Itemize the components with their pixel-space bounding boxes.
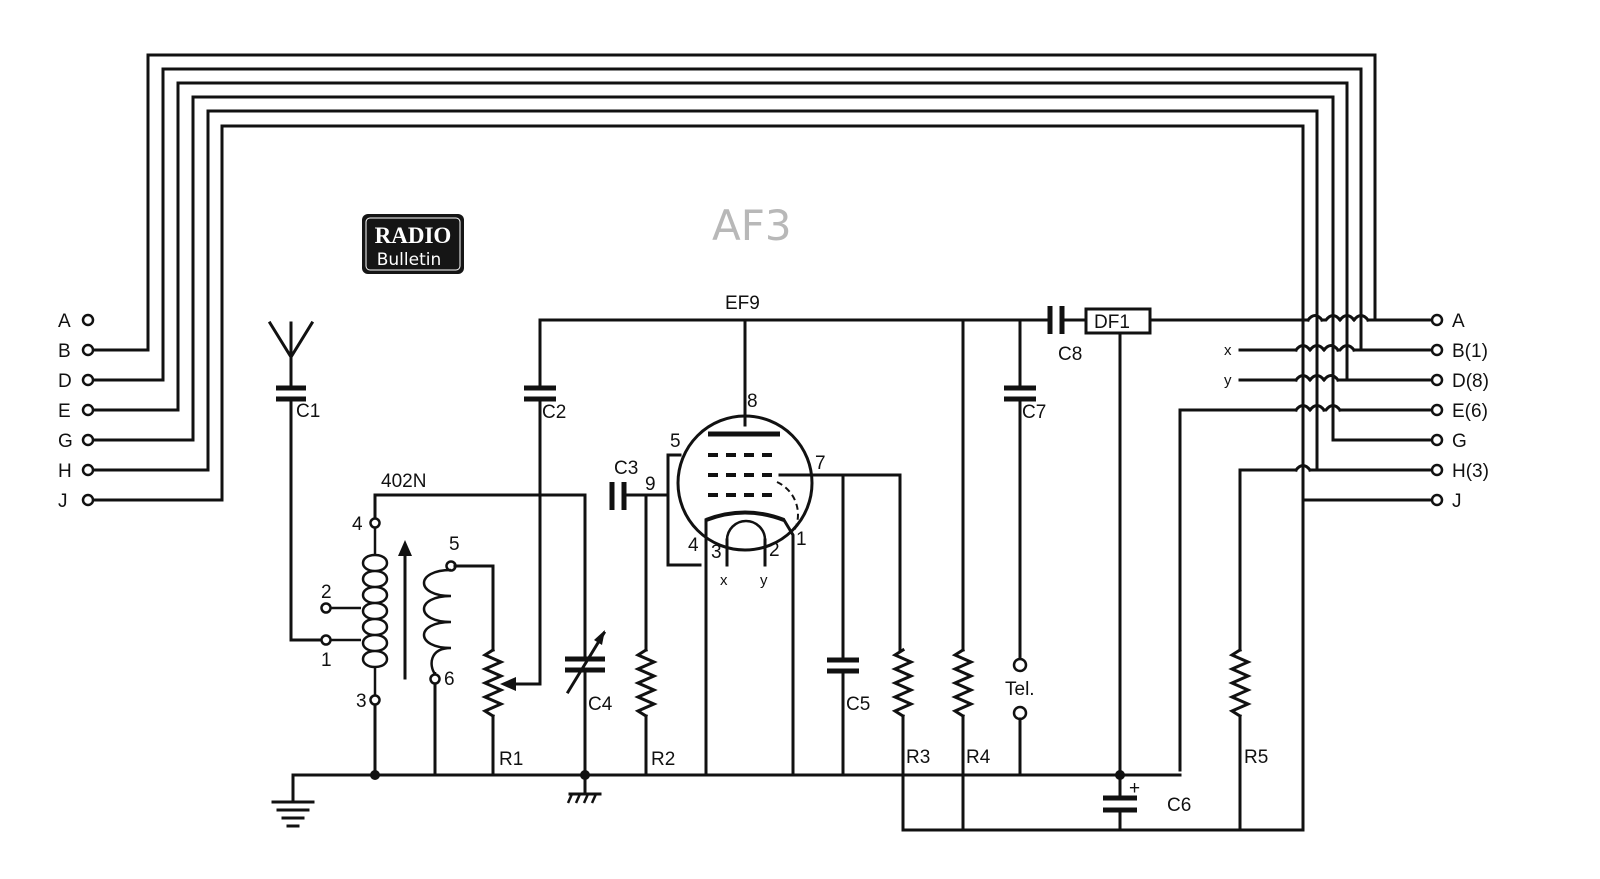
resistor-r5: R5: [1228, 647, 1268, 832]
heater-y-label: y: [760, 572, 768, 589]
right-terminal-block: A B(1) D(8) E(6) G H(3) J x y: [1224, 311, 1489, 512]
coil-pin-4: 4: [352, 514, 363, 535]
logo-line2: Bulletin: [377, 250, 442, 270]
right-terminal-h: [1430, 463, 1444, 477]
coil-pin-2: 2: [321, 582, 332, 603]
right-terminal-d: [1430, 373, 1444, 387]
c1-label: C1: [296, 401, 320, 422]
left-terminal-a-label: A: [58, 311, 71, 332]
capacitor-c7: C7: [1004, 385, 1046, 662]
coil-pin-3: 3: [356, 691, 367, 712]
tube-pin-1: 1: [796, 529, 807, 550]
capacitor-c3: C3: [609, 458, 668, 510]
resistor-r1: R1: [481, 408, 542, 777]
tube-label: EF9: [725, 293, 760, 314]
right-terminal-wiring: [1148, 314, 1436, 772]
r3-label: R3: [906, 747, 930, 768]
c7-label: C7: [1022, 402, 1046, 423]
right-terminal-h-label: H(3): [1452, 461, 1489, 482]
coil-pin-6: 6: [444, 669, 455, 690]
coil-secondary: 5 6: [422, 534, 495, 777]
tube-ef9: 8 5 7 9 4 3 2 1 x y: [645, 391, 902, 777]
right-terminal-j-label: J: [1452, 491, 1462, 512]
right-terminal-b: [1430, 343, 1444, 357]
c6-label: C6: [1167, 795, 1191, 816]
right-terminal-a: [1430, 313, 1444, 327]
tube-pin-2: 2: [769, 540, 780, 561]
logo-line1: RADIO: [375, 223, 452, 248]
capacitor-c6: + C6: [1103, 778, 1191, 832]
c6-polarity: +: [1129, 778, 1140, 799]
right-terminal-d-label: D(8): [1452, 371, 1489, 392]
r4-label: R4: [966, 747, 991, 768]
left-terminal-e: [81, 403, 95, 417]
heater-x-label: x: [720, 572, 728, 589]
bus-wires: [91, 53, 1377, 832]
left-terminal-h-label: H: [58, 461, 72, 482]
plate-rail: EF9: [538, 293, 1122, 797]
tube-pin-3: 3: [711, 542, 722, 563]
tube-pin-5: 5: [670, 431, 681, 452]
coil-label: 402N: [381, 471, 426, 492]
coil-402n: 402N 4 2 1 3: [320, 471, 587, 777]
c5-label: C5: [846, 694, 870, 715]
c4-label: C4: [588, 694, 613, 715]
r1-label: R1: [499, 749, 523, 770]
left-terminal-block: A B D E G H J: [58, 311, 95, 512]
right-terminal-j: [1430, 493, 1444, 507]
left-terminal-j-label: J: [58, 491, 68, 512]
capacitor-c8: C8: [1044, 306, 1082, 365]
right-terminal-a-label: A: [1452, 311, 1465, 332]
c3-label: C3: [614, 458, 638, 479]
tube-pin-7: 7: [815, 453, 826, 474]
resistor-r2: R2: [634, 493, 675, 777]
telephone-jack: Tel.: [1005, 657, 1035, 777]
left-terminal-g-label: G: [58, 431, 73, 452]
capacitor-c5: C5: [827, 473, 870, 777]
ground-bus: [271, 770, 1305, 832]
left-terminal-a: [81, 313, 95, 327]
capacitor-c1: C1: [276, 385, 324, 642]
left-terminal-b-label: B: [58, 341, 71, 362]
left-terminal-e-label: E: [58, 401, 71, 422]
tube-pin-4: 4: [688, 535, 699, 556]
left-terminal-d: [81, 373, 95, 387]
right-terminal-e-label: E(6): [1452, 401, 1488, 422]
coil-pin-5: 5: [449, 534, 460, 555]
r5-label: R5: [1244, 747, 1268, 768]
right-terminal-g: [1430, 433, 1444, 447]
left-terminal-d-label: D: [58, 371, 72, 392]
right-terminal-g-label: G: [1452, 431, 1467, 452]
r2-label: R2: [651, 749, 675, 770]
input-x-label: x: [1224, 342, 1232, 359]
c2-label: C2: [542, 402, 566, 423]
right-terminal-b-label: B(1): [1452, 341, 1488, 362]
left-terminal-g: [81, 433, 95, 447]
resistor-r4: R4: [951, 647, 991, 832]
resistor-r3: R3: [891, 647, 930, 832]
capacitor-c2: C2: [524, 385, 566, 423]
right-terminal-e: [1430, 403, 1444, 417]
df1-block: DF1: [1084, 307, 1152, 335]
handwritten-title: AF3: [712, 201, 792, 250]
input-y-label: y: [1224, 372, 1232, 389]
tube-pin-9: 9: [645, 474, 656, 495]
capacitor-c4: C4: [565, 493, 613, 777]
antenna: [267, 320, 315, 387]
coil-pin-1: 1: [321, 650, 332, 671]
tube-pin-8: 8: [747, 391, 758, 412]
left-terminal-j: [81, 493, 95, 507]
c8-label: C8: [1058, 344, 1082, 365]
df1-label: DF1: [1094, 312, 1130, 333]
left-terminal-h: [81, 463, 95, 477]
left-terminal-b: [81, 343, 95, 357]
tel-label: Tel.: [1005, 679, 1035, 700]
radio-bulletin-logo: RADIO Bulletin: [362, 214, 464, 274]
